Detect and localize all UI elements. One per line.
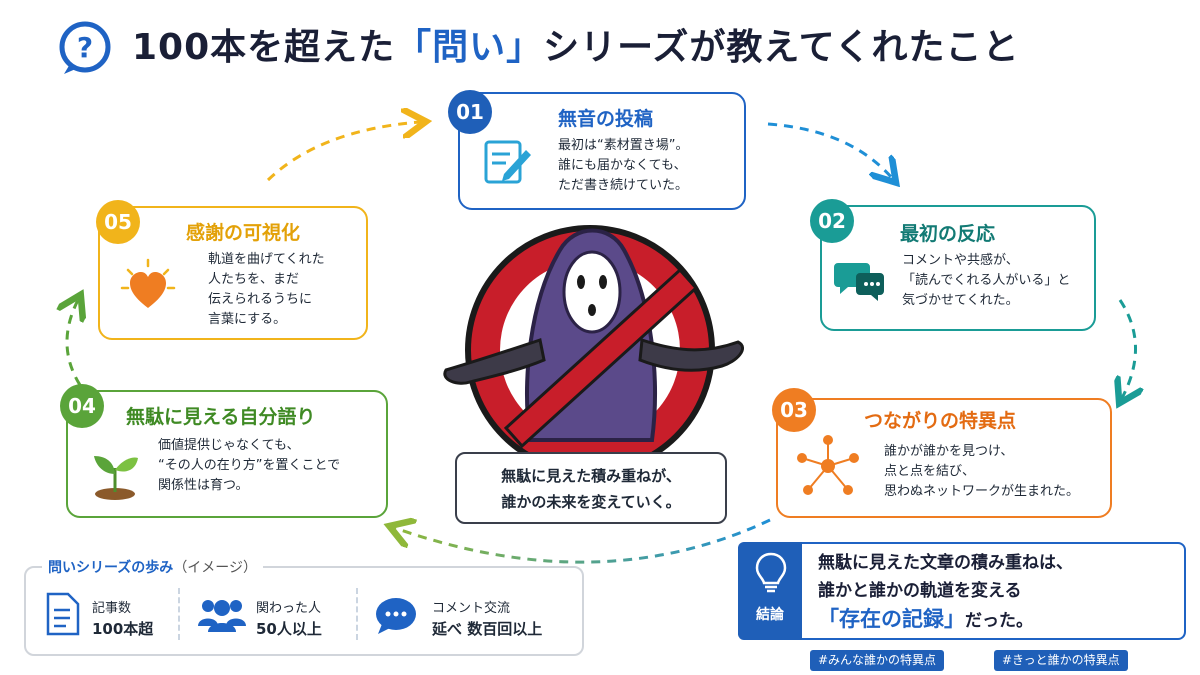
- step-card-03: 03 つながりの特異点 誰かが誰かを見つけ、 点と点を結び、 思わぬネットワーク…: [772, 388, 1112, 518]
- people-icon: [198, 600, 246, 632]
- hashtag[interactable]: #みんな誰かの特異点: [810, 650, 945, 671]
- comment-icon: [376, 598, 416, 634]
- step-card-02: 02 最初の反応 コメントや共感が、 「読んでくれる人がいる」と 気づかせてくれ…: [810, 199, 1096, 331]
- sprout-icon: [94, 456, 138, 500]
- edit-note-icon: [484, 140, 531, 184]
- stat-value: 100本超: [92, 620, 154, 638]
- summary-box: [24, 566, 584, 656]
- step-line: 伝えられるうちに: [208, 292, 313, 307]
- conclusion-box: [738, 542, 1186, 640]
- hashtag[interactable]: #きっと誰かの特異点: [994, 650, 1128, 671]
- step-line: 思わぬネットワークが生まれた。: [884, 484, 1080, 499]
- center-caption: 無駄に見えた積み重ねが、 誰かの未来を変えていく。: [455, 452, 727, 524]
- step-card-04: 04 無駄に見える自分語り 価値提供じゃなくても、 “その人の在り方”を置くこと…: [60, 384, 388, 518]
- svg-text:?: ?: [77, 31, 93, 64]
- step-title: 最初の反応: [900, 223, 996, 245]
- stat-label: 記事数: [92, 601, 132, 616]
- step-number: 02: [810, 199, 854, 243]
- step-card-05: 05 感謝の可視化 軌道を曲げてくれた 人たちを、まだ 伝えられるうちに 言葉に…: [96, 200, 368, 340]
- step-title: 無駄に見える自分語り: [126, 406, 316, 428]
- step-line: 言葉にする。: [208, 312, 287, 327]
- step-line: 点と点を結び、: [884, 464, 976, 479]
- caption-line: 誰かの未来を変えていく。: [501, 493, 681, 511]
- document-icon: [46, 592, 80, 636]
- step-title: つながりの特異点: [864, 410, 1017, 432]
- step-card-01: 01 無音の投稿 最初は“素材置き場”。 誰にも届かなくても、 ただ書き続けてい…: [448, 90, 746, 210]
- chat-bubbles-icon: [834, 263, 884, 301]
- divider: [356, 588, 358, 640]
- step-line: 「読んでくれる人がいる」と: [902, 273, 1071, 288]
- step-line: 価値提供じゃなくても、: [158, 438, 300, 453]
- step-line: “その人の在り方”を置くことで: [158, 458, 341, 473]
- stat-label: コメント交流: [432, 601, 511, 616]
- stat-label: 関わった人: [256, 601, 322, 616]
- stat-value: 50人以上: [256, 620, 322, 638]
- ghost-no-sign-illustration: [443, 225, 745, 470]
- step-number: 01: [448, 90, 492, 134]
- step-line: 気づかせてくれた。: [902, 293, 1019, 308]
- step-number: 04: [60, 384, 104, 428]
- question-bubble-icon: ?: [59, 21, 111, 74]
- step-line: ただ書き続けていた。: [558, 178, 689, 193]
- step-line: コメントや共感が、: [902, 253, 1019, 268]
- conclusion-line-3: 「存在の記録」だった。: [818, 607, 1033, 631]
- caption-line: 無駄に見えた積み重ねが、: [501, 467, 681, 485]
- step-title: 感謝の可視化: [186, 222, 301, 244]
- step-line: 誰かが誰かを見つけ、: [884, 444, 1014, 459]
- step-line: 最初は“素材置き場”。: [558, 138, 689, 153]
- conclusion-line-1: 無駄に見えた文章の積み重ねは、: [818, 553, 1073, 573]
- conclusion-line-2: 誰かと誰かの軌道を変える: [818, 581, 1022, 601]
- step-line: 人たちを、まだ: [208, 272, 300, 287]
- page-title: 100本を超えた「問い」シリーズが教えてくれたこと: [132, 27, 1020, 68]
- heart-icon: [120, 258, 176, 308]
- step-line: 軌道を曲げてくれた: [208, 252, 325, 267]
- lightbulb-icon: [755, 552, 787, 593]
- conclusion-label: 結論: [756, 607, 784, 623]
- divider: [178, 588, 180, 640]
- step-number: 03: [772, 388, 816, 432]
- summary-title: 問いシリーズの歩み（イメージ）: [42, 557, 264, 577]
- network-icon: [797, 435, 859, 495]
- step-line: 関係性は育つ。: [158, 478, 249, 493]
- step-title: 無音の投稿: [558, 108, 654, 130]
- step-line: 誰にも届かなくても、: [558, 158, 687, 173]
- step-number: 05: [96, 200, 140, 244]
- stat-value: 延べ 数百回以上: [432, 620, 543, 638]
